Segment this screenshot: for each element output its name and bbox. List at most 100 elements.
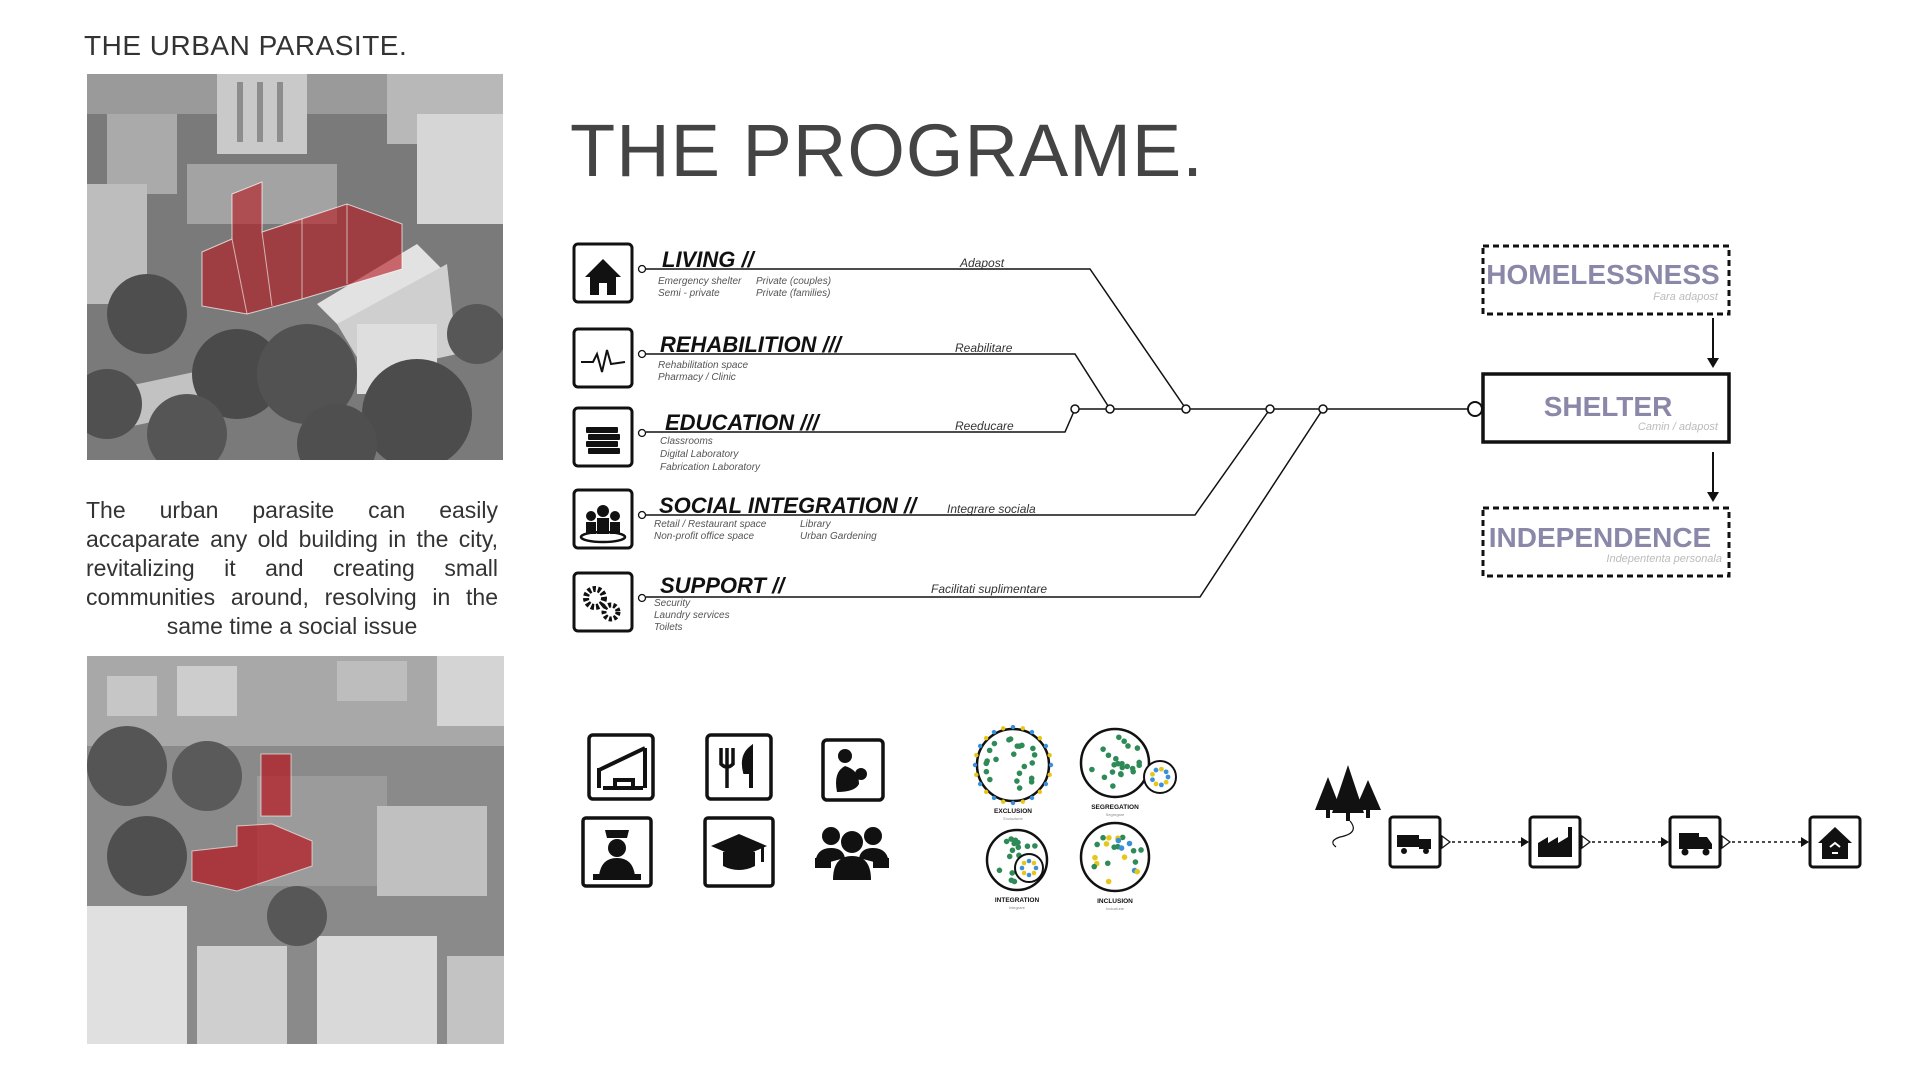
mother-child-icon (821, 738, 885, 802)
segregated-dot (1158, 782, 1164, 788)
program-detail: Toilets (654, 622, 683, 633)
program-detail: Pharmacy / Clinic (658, 372, 736, 383)
nurse-icon (581, 816, 653, 888)
population-dot (1121, 854, 1128, 860)
population-dot (1118, 845, 1125, 851)
program-row-rehabilition: REHABILITION ///ReabilitareRehabilitatio… (572, 327, 1013, 389)
excluded-dot (1047, 772, 1052, 778)
excluded-dot (1048, 762, 1054, 768)
integrated-dot (1026, 858, 1032, 864)
program-tag: Reabilitare (955, 341, 1013, 355)
arrow-head (1707, 492, 1719, 502)
population-dot (1130, 768, 1136, 775)
population-dot (1021, 763, 1028, 770)
factory-icon (1528, 815, 1582, 869)
excluded-dot (1020, 799, 1026, 804)
state-homelessness: HOMELESSNESS Fara adapost (1481, 244, 1731, 316)
population-dot (1007, 736, 1014, 742)
population-dot (1126, 840, 1133, 847)
population-dot (993, 756, 999, 763)
chain-arrow-tail (1721, 834, 1731, 850)
segregated-dot (1163, 779, 1169, 785)
population-dot (1111, 761, 1117, 768)
population-dot (1089, 766, 1095, 773)
recycle-house-icon (1808, 815, 1862, 869)
program-detail: Emergency shelter (658, 276, 742, 287)
segregated-dot (1153, 767, 1159, 773)
state-subtitle: Camin / adapost (1638, 421, 1719, 433)
excluded-dot (1020, 726, 1026, 731)
excluded-dot (1043, 781, 1049, 787)
population-dot (1006, 853, 1013, 860)
excluded-dot (1029, 729, 1035, 735)
population-dot (1136, 759, 1142, 766)
population-dot (1008, 836, 1015, 842)
segregated-dot (1163, 769, 1169, 775)
population-dot (1134, 745, 1141, 751)
program-title: EDUCATION /// (665, 410, 821, 435)
excluded-dot (974, 772, 979, 778)
social-model-sublabel: Excluziune (1003, 816, 1023, 821)
segregated-dot (1153, 781, 1159, 787)
population-dot (1016, 770, 1023, 777)
population-dot (987, 776, 993, 783)
population-dot (1119, 760, 1125, 767)
description-text: The urban parasite can easily accaparate… (86, 497, 498, 639)
excluded-dot (974, 752, 979, 758)
population-dot (1091, 863, 1098, 870)
page-title: THE PROGRAME. (570, 109, 1204, 192)
social-model-sublabel: Incluziune (1106, 906, 1125, 911)
integrated-dot (1021, 860, 1027, 866)
chain-arrow-head (1521, 837, 1529, 847)
population-dot (986, 747, 993, 754)
aerial-photo-top (87, 74, 503, 460)
excluded-dot (1037, 735, 1043, 741)
population-dot (1011, 878, 1018, 885)
population-dot (1106, 834, 1112, 841)
state-shelter: SHELTER Camin / adapost (1481, 372, 1731, 444)
population-dot (1115, 837, 1122, 844)
population-dot (1019, 742, 1025, 749)
excluded-dot (1043, 743, 1049, 749)
population-dot (1101, 774, 1108, 781)
program-row-education: EDUCATION ///ReeducareClassroomsDigital … (572, 406, 1014, 473)
social-model-label: INCLUSION (1097, 898, 1133, 905)
bed-icon (587, 733, 655, 801)
program-tag: Adapost (959, 256, 1005, 270)
chain-arrow-head (1661, 837, 1669, 847)
excluded-dot (991, 795, 997, 801)
chain-arrow-head (1801, 837, 1809, 847)
state-title: SHELTER (1544, 391, 1673, 422)
group-icon (815, 827, 889, 880)
population-dot (1015, 839, 1021, 846)
population-dot (1125, 743, 1131, 749)
program-detail: Semi - private (658, 288, 720, 299)
program-row-social: SOCIAL INTEGRATION //Integrare socialaRe… (572, 488, 1036, 550)
chain-arrow-tail (1441, 834, 1451, 850)
state-title: INDEPENDENCE (1489, 522, 1711, 553)
program-detail: Library (800, 519, 832, 530)
junction-nodes (1070, 401, 1483, 417)
log-truck-icon (1388, 815, 1442, 869)
population-dot (1024, 843, 1031, 850)
program-detail: Private (families) (756, 288, 830, 299)
state-subtitle: Indepententa personala (1606, 553, 1722, 565)
population-dot (1103, 841, 1110, 847)
program-detail: Fabrication Laboratory (660, 462, 761, 473)
population-dot (1138, 847, 1144, 853)
excluded-dot (1000, 799, 1006, 804)
excluded-dot (1010, 800, 1016, 806)
graduation-cap-icon (703, 816, 775, 888)
service-icons (581, 733, 889, 888)
excluded-dot (991, 729, 997, 735)
integrated-dot (1033, 865, 1039, 871)
excluded-dot (1000, 726, 1006, 731)
excluded-dot (983, 789, 989, 795)
program-tag: Integrare sociala (947, 502, 1036, 516)
excluded-dot (977, 781, 983, 787)
population-dot (1100, 746, 1106, 752)
population-dot (1110, 783, 1116, 789)
